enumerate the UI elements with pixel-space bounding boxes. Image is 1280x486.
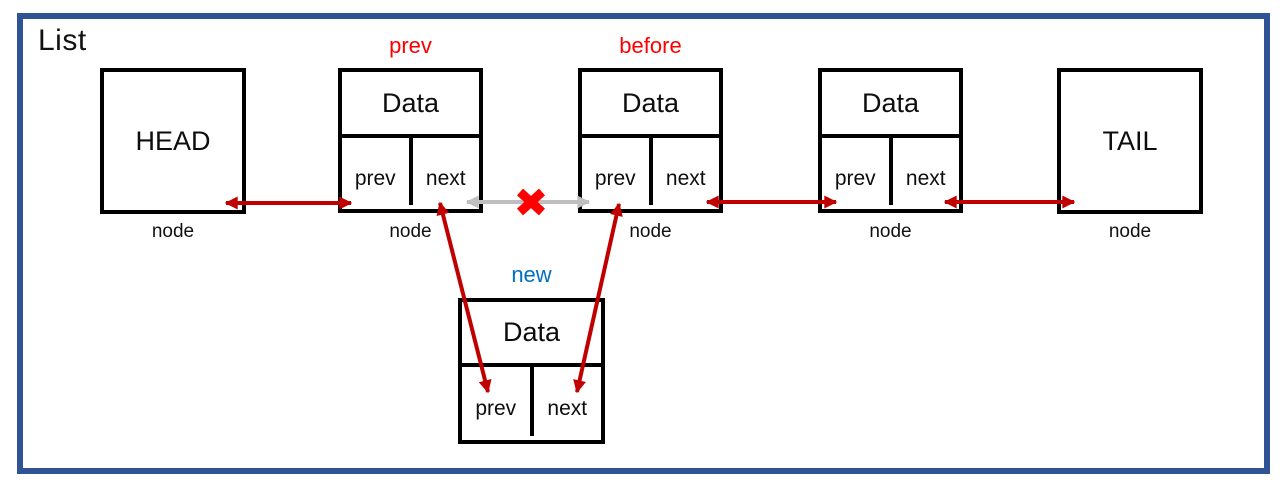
node-fourth-next-cell: next	[905, 166, 946, 190]
node-prev-next-cell: next	[425, 166, 466, 190]
node-before: Data prev next	[578, 68, 723, 213]
tag-new-node: new	[511, 262, 552, 287]
node-fourth-data-cell: Data	[822, 72, 959, 138]
node-prev-prev-cell: prev	[342, 138, 413, 205]
caption-node-fourth: node	[869, 221, 912, 242]
node-fourth: Data prev next	[818, 68, 963, 213]
node-prev-pointer-row: prev next	[342, 138, 479, 205]
node-new-pointer-row: prev next	[462, 367, 601, 436]
node-new-next-cell: next	[547, 396, 588, 420]
node-new-prev-cell: prev	[462, 367, 534, 436]
node-new: Data prev next	[458, 298, 605, 444]
caption-head: node	[151, 221, 195, 242]
node-fourth-pointer-row: prev next	[822, 138, 959, 205]
head-label: HEAD	[135, 125, 211, 156]
tail-label: TAIL	[1102, 125, 1158, 156]
caption-tail: node	[1108, 221, 1152, 242]
list-title: List	[38, 24, 87, 57]
caption-node-prev: node	[389, 221, 432, 242]
node-fourth-prev-cell: prev	[822, 138, 893, 205]
node-prev-data-cell: Data	[342, 72, 479, 138]
node-prev: Data prev next	[338, 68, 483, 213]
caption-node-before: node	[629, 221, 672, 242]
tail-box: TAIL	[1057, 68, 1203, 214]
head-box: HEAD	[100, 68, 246, 214]
node-before-next-cell: next	[665, 166, 706, 190]
node-before-pointer-row: prev next	[582, 138, 719, 205]
tag-prev-node: prev	[389, 33, 432, 58]
node-before-prev-cell: prev	[582, 138, 653, 205]
tag-before-node: before	[619, 33, 682, 58]
node-new-data-cell: Data	[462, 302, 601, 367]
node-before-data-cell: Data	[582, 72, 719, 138]
